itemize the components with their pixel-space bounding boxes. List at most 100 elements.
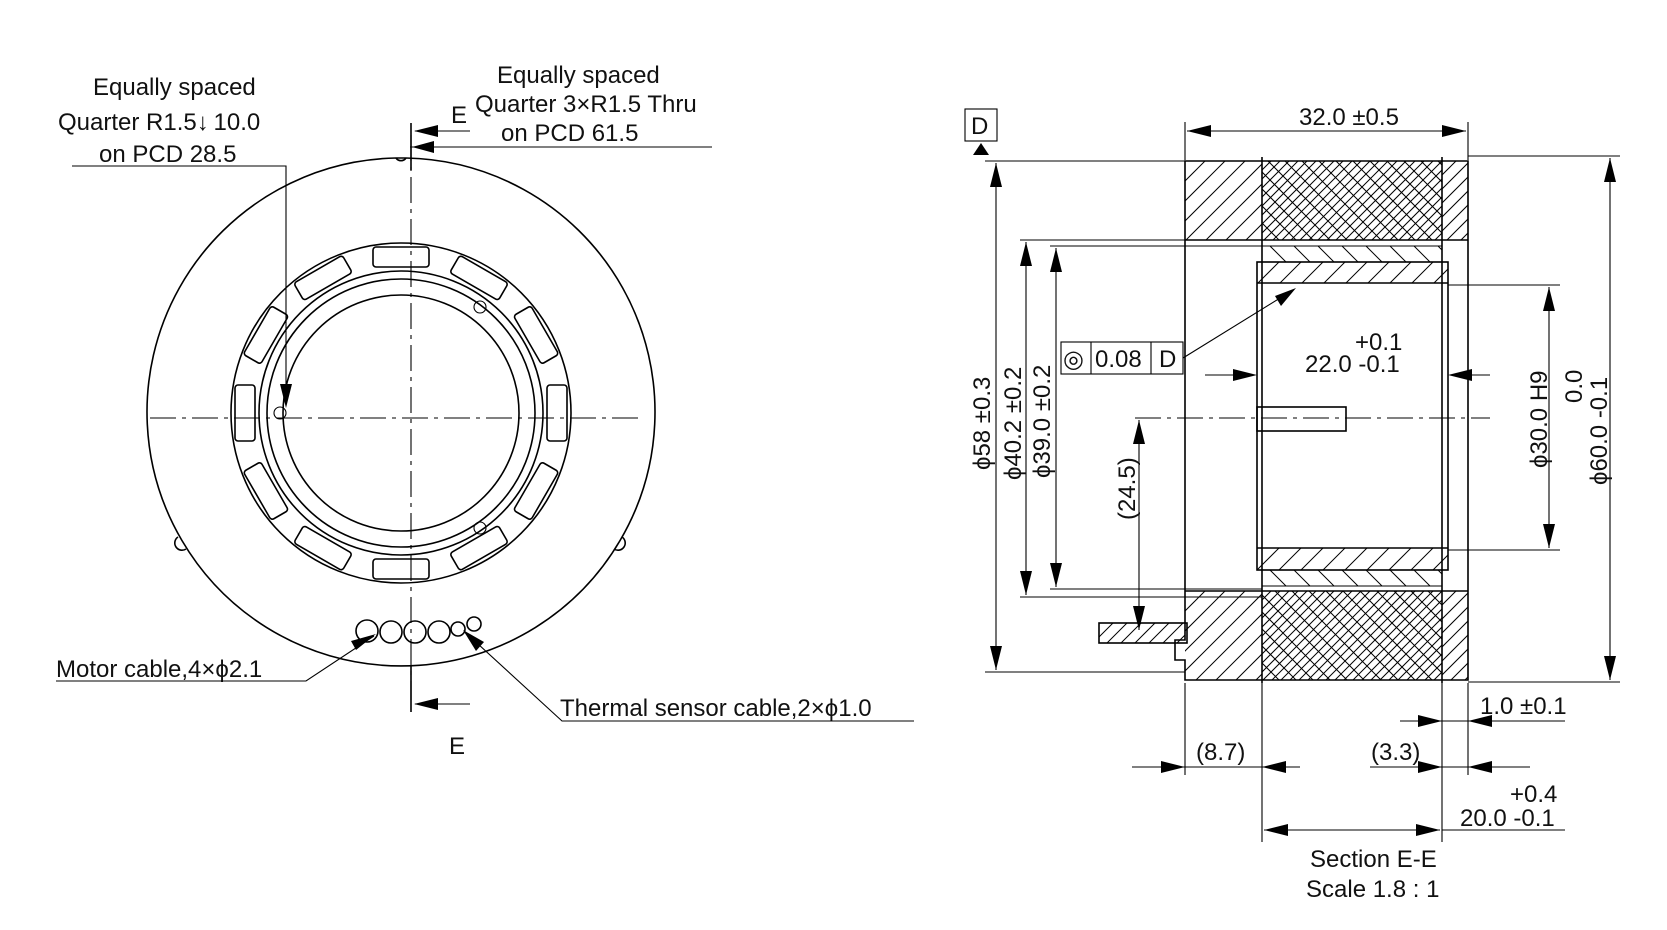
dim40-arrow-bot [1020, 571, 1032, 595]
dim30-arrow-bot [1543, 524, 1555, 548]
motor-cable-1 [355, 619, 379, 643]
datum-box [964, 108, 998, 142]
dim40-arrow-top [1020, 242, 1032, 266]
pcd-hole-left [273, 406, 287, 420]
dim1-text: 1.0 ±0.1 [1480, 693, 1567, 720]
dim60-arrow-top [1604, 158, 1616, 182]
hatch-housing-bottom [1185, 591, 1262, 680]
cable-exit [1098, 622, 1188, 644]
callout-outer-line1: Equally spaced [497, 62, 660, 89]
segment-ring-outer [230, 242, 572, 584]
dim20-arrow-l [1264, 824, 1288, 836]
hatch-band-bottom [1262, 570, 1442, 586]
motor-cable-3 [403, 620, 427, 644]
inner-sleeve [1256, 261, 1449, 571]
pcd-hole-top [473, 300, 487, 314]
body-outline [1174, 160, 1469, 681]
hatch-end-top [1442, 161, 1468, 240]
motor-cable-label: Motor cable,4×ϕ2.1 [56, 656, 262, 683]
section-mark-top: E [451, 102, 467, 129]
stator-segment [372, 558, 430, 580]
dim60-text: ϕ60.0 -0.1 [1586, 377, 1613, 485]
dim24-text: (24.5) [1114, 457, 1141, 520]
dim24-arrow-top [1133, 420, 1145, 444]
dim39-arrow-bot [1050, 563, 1062, 587]
dim1-arrow-l [1418, 715, 1442, 727]
dim39-text: ϕ39.0 ±0.2 [1029, 365, 1056, 478]
dim22-arrow-l [1233, 369, 1257, 381]
thermal-cable-1 [450, 621, 466, 637]
hatch-winding-top-a [1262, 161, 1442, 240]
callout-outer-arrowhead [412, 141, 434, 153]
dim22-upper: +0.1 [1355, 329, 1402, 356]
concentricity-leader [1182, 289, 1294, 359]
pcd-hole-bottom [473, 521, 487, 535]
stator-segment [294, 255, 352, 301]
stator-segment [372, 246, 430, 268]
inner-bore-outer [266, 278, 536, 548]
concentricity-arrowhead [1275, 288, 1296, 306]
hatch-winding-bottom-a [1262, 591, 1442, 680]
dim33-arrow-l [1418, 761, 1442, 773]
motor-cable-leader [56, 635, 375, 682]
outer-housing-outline [146, 157, 656, 667]
stator-segment [294, 525, 352, 571]
inner-bore [282, 294, 520, 532]
key-slot [1256, 406, 1347, 432]
front-view: E E Equally spaced Quarter R1.5↓ 10.0 on… [56, 62, 914, 760]
datum-triangle [973, 143, 989, 155]
hatch-sleeve-bottom [1257, 548, 1448, 570]
dim60-upper: 0.0 [1561, 370, 1588, 403]
section-mark-bottom: E [449, 733, 465, 760]
dim30-text: ϕ30.0 H9 [1526, 371, 1553, 469]
callout-inner-arrowhead [280, 384, 292, 408]
hatch-winding-top-b [1262, 161, 1442, 240]
dim20-upper: +0.4 [1510, 781, 1557, 808]
concentricity-datum: D [1159, 346, 1176, 373]
callout-inner-line2: Quarter R1.5↓ 10.0 [58, 109, 260, 136]
dim22-arrow-r [1448, 369, 1472, 381]
dim33-arrow-r [1468, 761, 1492, 773]
dim60-arrow-bot [1604, 656, 1616, 680]
right-notch [613, 536, 626, 552]
dim33-text: (3.3) [1371, 739, 1420, 766]
concentricity-value: 0.08 [1095, 346, 1142, 373]
thermal-cable-leader [465, 632, 914, 722]
stator-segment [450, 255, 508, 301]
thermal-cable-2 [466, 616, 482, 632]
dim20-text: 20.0 -0.1 [1460, 805, 1555, 832]
stator-segment [234, 384, 256, 442]
section-arrowhead-top [414, 125, 438, 137]
section-arrowhead-bottom [414, 698, 438, 710]
hatch-cable-exit [1099, 623, 1185, 643]
dim87-text: (8.7) [1196, 739, 1245, 766]
stator-segment [243, 462, 289, 520]
hatch-sleeve-top [1257, 262, 1448, 283]
stator-segment [546, 384, 568, 442]
hatch-housing-top [1185, 161, 1262, 240]
dim-width-text: 32.0 ±0.5 [1299, 104, 1399, 131]
dim24-arrow-bot [1133, 606, 1145, 630]
callout-outer-line2: Quarter 3×R1.5 Thru [475, 91, 697, 118]
callout-inner-line3: on PCD 28.5 [99, 141, 236, 168]
hatch-winding-bottom-b [1262, 591, 1442, 680]
dim22-text: 22.0 -0.1 [1305, 351, 1400, 378]
section-caption-title: Section E-E [1310, 846, 1437, 873]
hatch-end-bottom [1442, 591, 1468, 680]
stator-segments [234, 246, 568, 580]
callout-inner-line1: Equally spaced [93, 74, 256, 101]
dim58-arrow-top [990, 163, 1002, 187]
thermal-cable-label: Thermal sensor cable,2×ϕ1.0 [560, 695, 872, 722]
motor-cable-4 [427, 620, 451, 644]
hatch-band-top [1262, 246, 1442, 262]
section-view: D 32.0 ±0.5 ϕ58 ±0.3 [964, 104, 1620, 903]
callout-outer-line3: on PCD 61.5 [501, 120, 638, 147]
dim30-arrow-top [1543, 287, 1555, 311]
dim40-text: ϕ40.2 ±0.2 [1000, 367, 1027, 480]
dim58-text: ϕ58 ±0.3 [969, 377, 996, 470]
stator-segment [450, 525, 508, 571]
dim39-arrow-top [1050, 248, 1062, 272]
datum-label: D [971, 113, 988, 140]
segment-ring-inner [258, 270, 544, 556]
dim1-arrow-r [1468, 715, 1492, 727]
